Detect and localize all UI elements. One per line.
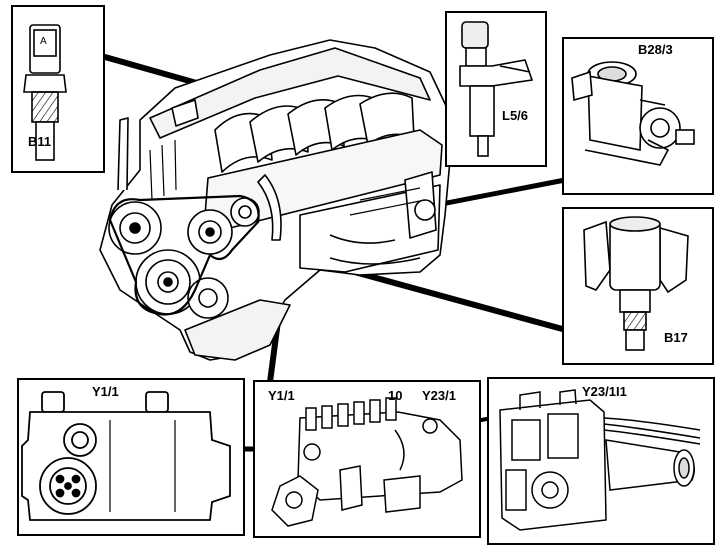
pulley-group — [108, 197, 260, 319]
panel-injection-pump — [253, 380, 481, 538]
pressure-sensor-b28-3 — [571, 61, 695, 166]
valve-cover — [149, 47, 431, 139]
drive-belt — [108, 194, 260, 316]
panel-y1-1 — [17, 378, 245, 536]
label-b28-3: B28/3 — [638, 42, 673, 57]
label-l5-6: L5/6 — [502, 108, 529, 123]
oil-cap — [171, 99, 199, 127]
panel-b11 — [11, 5, 105, 173]
panel-y23-1i1 — [487, 377, 715, 545]
crankshaft-sensor-l5-6 — [459, 21, 534, 157]
coolant-pipe — [117, 117, 129, 191]
label-y23-1i1: Y23/1I1 — [582, 384, 627, 399]
intake-air-sensor-b17 — [583, 216, 689, 351]
oil-pan — [184, 299, 291, 361]
solenoid-y23-1i1 — [499, 389, 701, 531]
label-b11-connector: A — [40, 36, 47, 47]
injection-pump — [271, 397, 463, 527]
label-b17: B17 — [664, 330, 688, 345]
pump-outlets — [305, 397, 397, 431]
panel-b28-3 — [562, 37, 714, 195]
panel-l5-6 — [445, 11, 547, 167]
label-item-10: 10 — [388, 388, 403, 403]
actuator-y1-1 — [21, 391, 231, 521]
panel-b17 — [562, 207, 714, 365]
label-y1-1-pump: Y1/1 — [268, 388, 295, 403]
engine-illustration — [99, 39, 451, 361]
label-y23-1: Y23/1 — [422, 388, 456, 403]
temperature-sensor-b11 — [23, 24, 67, 161]
intake-runners — [214, 92, 415, 173]
label-b11: B11 — [28, 134, 52, 149]
label-y1-1-left: Y1/1 — [92, 384, 119, 399]
